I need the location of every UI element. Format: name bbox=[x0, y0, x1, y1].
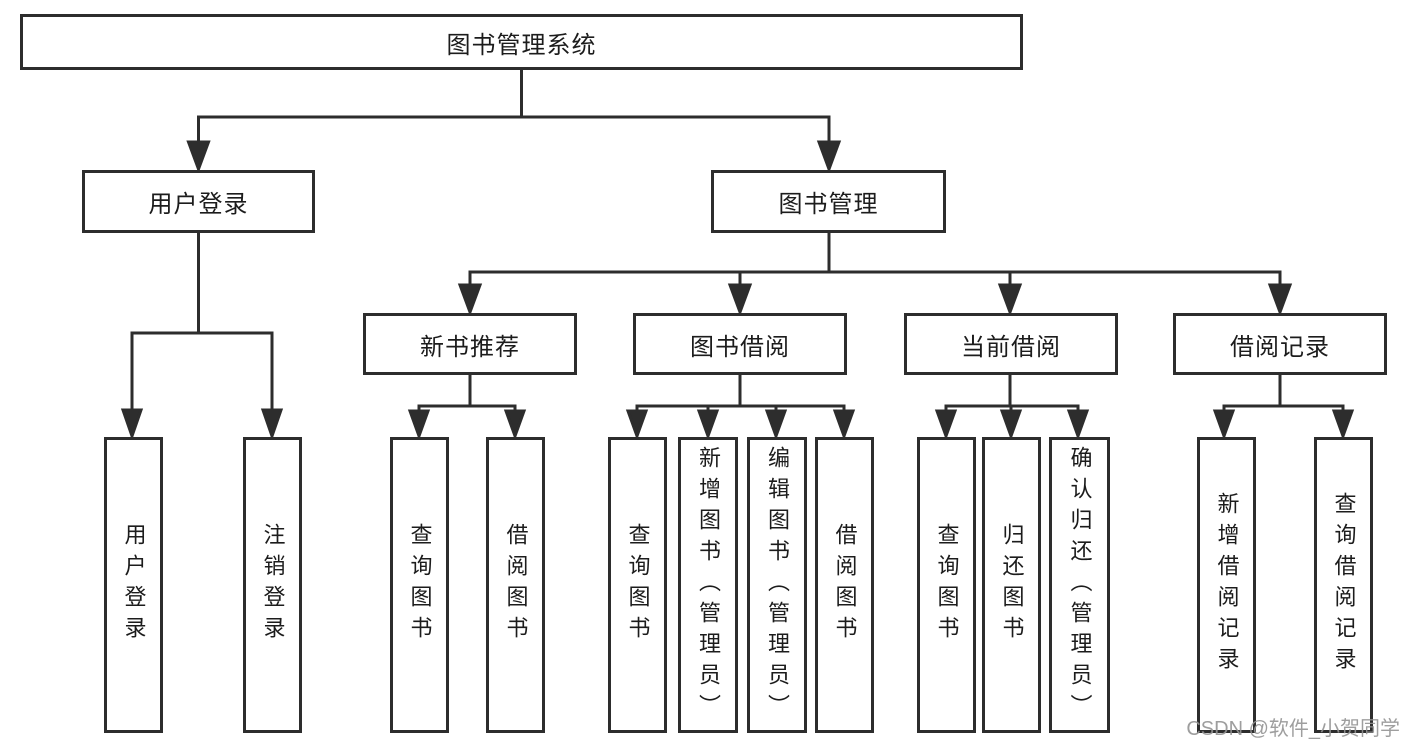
node-label: 用户登录 bbox=[148, 191, 249, 218]
connector-borrow-records-to-children bbox=[1212, 375, 1355, 441]
connector-book-management-to-level3 bbox=[457, 233, 1293, 317]
leaf-query-books-borrow: 查询图书 bbox=[608, 437, 667, 733]
node-book-management: 图书管理 bbox=[711, 170, 946, 233]
leaf-query-books-recommend: 查询图书 bbox=[390, 437, 449, 733]
leaf-label: 查询图书 bbox=[625, 523, 651, 647]
leaf-label: 新增借阅记录 bbox=[1214, 492, 1240, 678]
leaf-label: 查询借阅记录 bbox=[1331, 492, 1357, 678]
leaf-borrow-books-2: 借阅图书 bbox=[815, 437, 874, 733]
connector-user-login-to-children bbox=[120, 233, 284, 441]
leaf-confirm-return-admin: 确认归还（管理员） bbox=[1049, 437, 1110, 733]
leaf-add-borrow-record: 新增借阅记录 bbox=[1197, 437, 1256, 733]
node-label: 图书管理 bbox=[778, 191, 879, 218]
leaf-query-books-current: 查询图书 bbox=[917, 437, 976, 733]
node-book-borrow: 图书借阅 bbox=[633, 313, 847, 375]
node-library-management-system: 图书管理系统 bbox=[20, 14, 1023, 70]
leaf-add-book-admin: 新增图书（管理员） bbox=[678, 437, 738, 733]
node-borrow-records: 借阅记录 bbox=[1173, 313, 1387, 375]
node-label: 图书管理系统 bbox=[446, 31, 597, 59]
leaf-user-login: 用户登录 bbox=[104, 437, 163, 733]
leaf-label: 借阅图书 bbox=[503, 523, 529, 647]
node-label: 图书借阅 bbox=[690, 333, 790, 361]
csdn-watermark: CSDN @软件_小贺同学 bbox=[1186, 718, 1400, 740]
leaf-logout: 注销登录 bbox=[243, 437, 302, 733]
connector-current-borrow-to-children bbox=[934, 375, 1090, 441]
leaf-label: 查询图书 bbox=[934, 523, 960, 647]
leaf-label: 确认归还（管理员） bbox=[1067, 445, 1093, 725]
node-label: 借阅记录 bbox=[1230, 333, 1330, 361]
connector-book-borrow-to-children bbox=[625, 375, 856, 441]
leaf-borrow-books-recommend: 借阅图书 bbox=[486, 437, 545, 733]
leaf-label: 注销登录 bbox=[260, 523, 286, 647]
leaf-label: 编辑图书（管理员） bbox=[765, 445, 790, 725]
leaf-edit-book-admin: 编辑图书（管理员） bbox=[747, 437, 807, 733]
connector-new-book-recommend-to-children bbox=[407, 375, 527, 441]
leaf-label: 借阅图书 bbox=[832, 523, 858, 647]
node-label: 当前借阅 bbox=[961, 333, 1061, 361]
leaf-label: 归还图书 bbox=[999, 523, 1025, 647]
node-current-borrow: 当前借阅 bbox=[904, 313, 1118, 375]
node-label: 新书推荐 bbox=[420, 333, 520, 361]
connector-root-to-level2 bbox=[186, 70, 842, 174]
node-new-book-recommend: 新书推荐 bbox=[363, 313, 577, 375]
node-user-login: 用户登录 bbox=[82, 170, 315, 233]
leaf-return-book: 归还图书 bbox=[982, 437, 1041, 733]
leaf-query-borrow-record: 查询借阅记录 bbox=[1314, 437, 1373, 733]
leaf-label: 新增图书（管理员） bbox=[696, 445, 721, 725]
leaf-label: 用户登录 bbox=[121, 523, 147, 647]
leaf-label: 查询图书 bbox=[407, 523, 433, 647]
